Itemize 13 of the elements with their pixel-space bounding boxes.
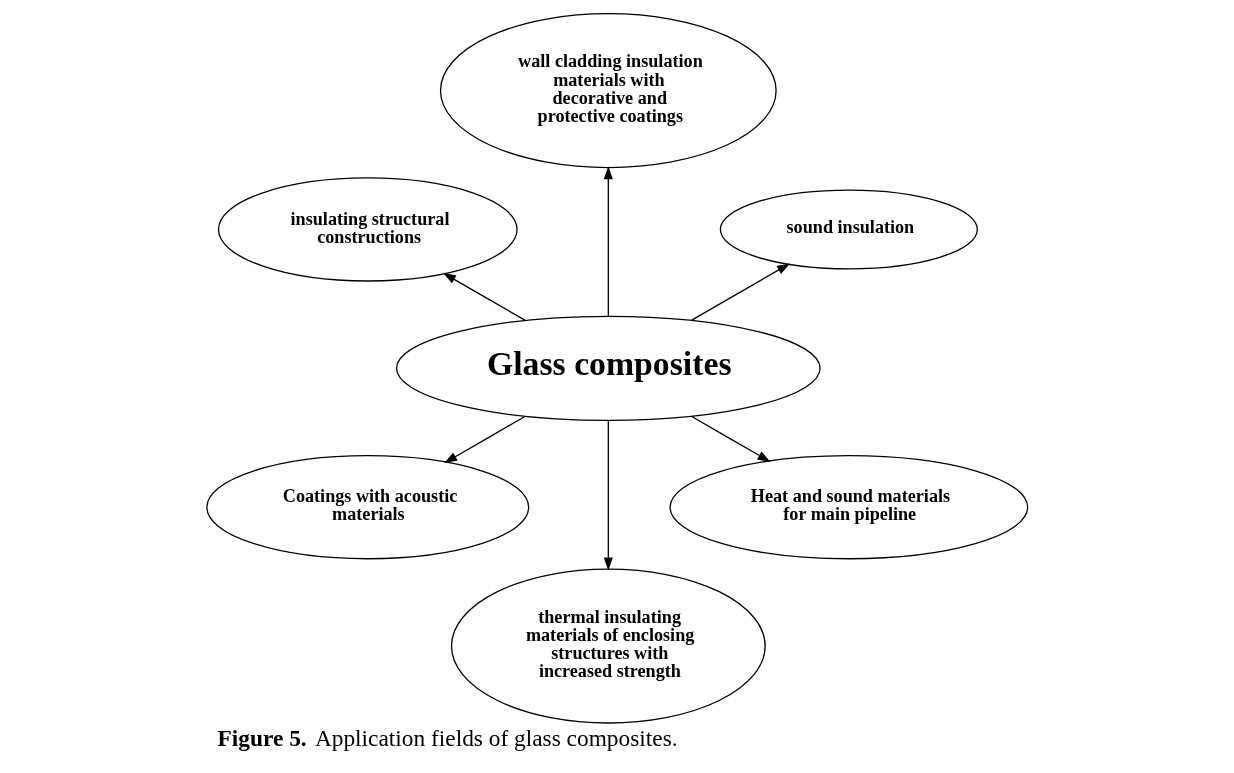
node-ellipse: Coatings with acoustic materials bbox=[205, 455, 529, 560]
node-ellipse: wall cladding insulation materials with decorative and protective coatings bbox=[439, 13, 777, 169]
arrow bbox=[603, 420, 613, 571]
arrow bbox=[690, 263, 790, 321]
node-ellipse: Heat and sound materials for main pipeline bbox=[668, 455, 1028, 560]
arrow bbox=[442, 272, 525, 321]
arrow bbox=[690, 415, 770, 462]
arrow bbox=[603, 166, 613, 317]
node-ellipse: thermal insulating materials of enclosing structures with increased strength bbox=[450, 568, 766, 724]
arrow bbox=[443, 415, 525, 464]
node-ellipse: Glass composites bbox=[395, 315, 821, 422]
caption: Figure 5. Application fields of glass composites. bbox=[217, 724, 678, 751]
node-ellipse: sound insulation bbox=[719, 189, 978, 270]
